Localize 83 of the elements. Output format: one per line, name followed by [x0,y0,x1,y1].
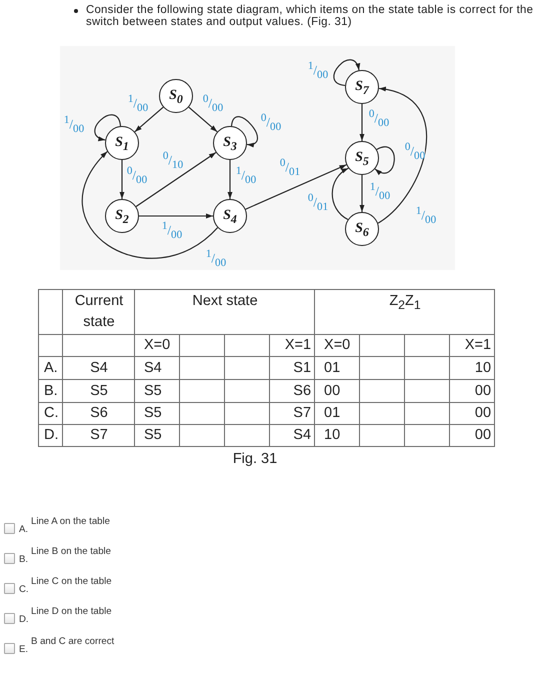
edge-label: $^{1}$/$_{00}$ [308,64,328,76]
row-letter: C. [44,405,58,421]
state-label: S$_{3}$ [223,136,237,150]
state-name: S4 [144,360,162,376]
transition-arrow [134,106,164,132]
transition-arrow [188,106,218,132]
option-text: Line D on the table [31,606,112,617]
option-text: Line C on the table [31,576,112,587]
edge-label: $^{1}$/$_{00}$ [416,208,436,222]
state-label: S$_{4}$ [223,209,237,223]
state-name: S6 [293,382,312,398]
edge-label: $^{0}$/$_{01}$ [280,160,300,174]
transition-arrow [120,160,124,199]
state-name: S5 [144,382,162,398]
output-value: 00 [474,427,492,443]
transition-arrow [228,160,232,199]
output-value: 10 [324,427,340,443]
state-name: S5 [144,427,162,443]
state-name: S5 [144,405,162,421]
output-value: 01 [324,360,340,376]
column-header: Next state [192,293,258,309]
option-letter: D. [19,614,29,625]
edge-label: $^{1}$/$_{00}$ [64,118,84,130]
option-letter: B. [19,554,28,565]
option-letter: E. [19,644,28,655]
column-header: Z$_{2}$Z$_{1}$ [389,293,421,309]
edge-label: $^{1}$/$_{00}$ [162,224,182,236]
transition-arrow [360,175,364,212]
output-value: 01 [324,405,340,421]
edge-label: $^{0}$/$_{00}$ [202,96,224,110]
state-name: S5 [90,382,108,398]
transition-arrow [245,164,347,210]
column-header: Current state [74,293,124,330]
input-condition: X=1 [464,337,492,353]
state-label: S$_{1}$ [115,136,129,150]
edge-label: $^{0}$/$_{00}$ [404,144,426,158]
transition-arrow [360,104,364,141]
row-letter: B. [44,382,58,398]
transition-arrow [82,151,218,258]
option-text: Line B on the table [31,546,112,557]
state-label: S$_{0}$ [169,89,183,103]
option-text: Line A on the table [31,516,110,527]
transition-arrow [332,168,349,220]
state-label: S$_{6}$ [355,222,369,236]
output-value: 10 [474,360,492,376]
edge-label: $^{1}$/$_{00}$ [128,96,148,110]
self-loop-arrow [374,146,395,175]
output-value: 00 [324,382,340,398]
transition-arrow [139,214,213,218]
transition-arrow [378,87,427,224]
state-label: S$_{7}$ [355,80,369,94]
row-letter: A. [44,360,58,376]
row-letter: D. [44,427,58,443]
state-name: S7 [90,427,108,443]
self-loop-arrow [333,59,360,86]
edge-label: $^{0}$/$_{10}$ [162,154,184,166]
option-text: B and C are correct [31,636,114,647]
state-name: S4 [293,427,312,443]
state-label: S$_{5}$ [355,151,369,165]
state-name: S7 [293,405,312,421]
edge-label: $^{1}$/$_{00}$ [236,168,256,182]
edge-label: $^{0}$/$_{00}$ [368,112,390,124]
output-value: 00 [474,405,492,421]
state-name: S6 [90,405,108,421]
option-letter: A. [19,524,28,535]
self-loop-arrow [94,114,122,141]
edge-label: $^{1}$/$_{00}$ [206,252,226,264]
state-name: S1 [293,360,312,376]
option-letter: C. [19,584,29,595]
figure-caption: Fig. 31 [232,451,278,467]
output-value: 00 [474,382,492,398]
input-condition: X=0 [324,337,350,353]
question-text: Consider the following state diagram, which items on the state table is correct for the switch between states and output values. (Fig. 31) [86,4,534,28]
edge-label: $^{0}$/$_{00}$ [260,116,282,128]
edge-label: $^{0}$/$_{00}$ [126,168,148,182]
input-condition: X=0 [144,337,170,353]
transition-arrow [136,152,216,207]
state-name: S4 [90,360,108,376]
edge-label: $^{1}$/$_{00}$ [370,184,390,198]
edge-label: $^{0}$/$_{01}$ [308,196,328,208]
input-condition: X=1 [284,337,312,353]
self-loop-arrow [230,116,258,146]
state-label: S$_{2}$ [115,209,129,223]
